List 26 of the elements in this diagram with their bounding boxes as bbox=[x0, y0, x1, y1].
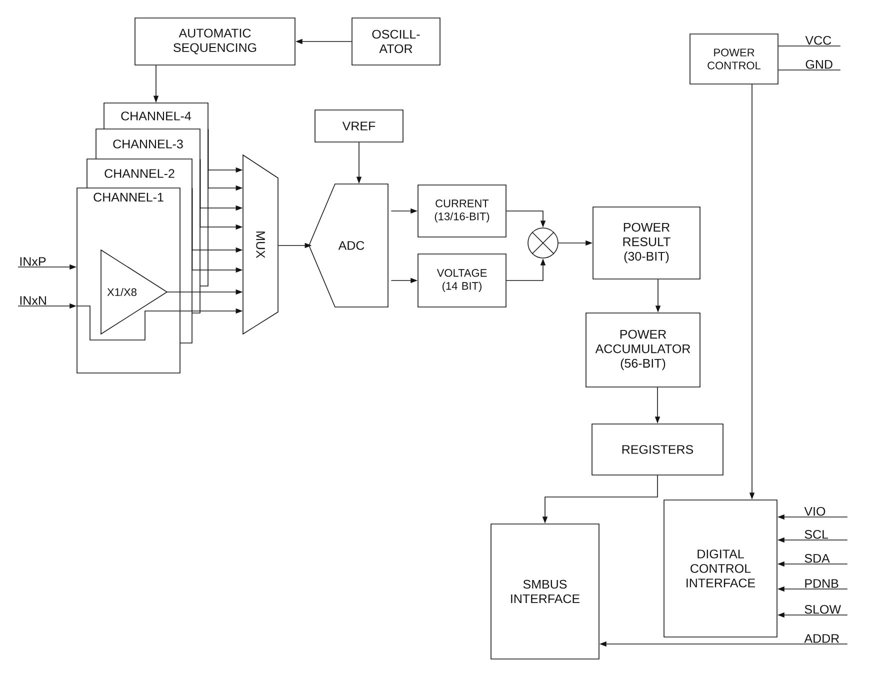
channel-label: CHANNEL-3 bbox=[113, 140, 183, 148]
pin-label: INxP bbox=[20, 257, 46, 266]
process-box: REGISTERS bbox=[592, 424, 724, 476]
process-box: POWER CONTROL bbox=[690, 34, 778, 84]
pin-label: VCC bbox=[805, 36, 832, 45]
process-box: VREF bbox=[314, 110, 404, 142]
pin-label: SLOW bbox=[804, 604, 841, 614]
process-box: POWER RESULT (30-BIT) bbox=[592, 206, 700, 280]
process-box: VOLTAGE (14 BIT) bbox=[418, 254, 506, 308]
pin-label: VIO bbox=[804, 506, 826, 516]
pin-label: GND bbox=[806, 60, 832, 69]
channel-label: CHANNEL-2 bbox=[104, 169, 174, 178]
pin-label: PDNB bbox=[805, 579, 838, 588]
channel-label: CHANNEL-4 bbox=[121, 112, 192, 120]
pin-label: SCL bbox=[804, 530, 828, 539]
process-box: CURRENT (13/16-BIT) bbox=[418, 184, 506, 238]
multiplier-circle bbox=[528, 228, 558, 258]
pin-label: ADDR bbox=[804, 634, 840, 643]
process-box: POWER ACCUMULATOR (56-BIT) bbox=[586, 312, 700, 388]
converter-block: ADC bbox=[308, 184, 388, 308]
process-box: AUTOMATIC SEQUENCING bbox=[134, 18, 296, 66]
process-box: OSCILL-ATOR bbox=[352, 18, 440, 66]
process-box: DIGITAL CONTROL INTERFACE bbox=[664, 500, 778, 638]
pin-label: SDA bbox=[804, 554, 830, 563]
pin-label: INxN bbox=[20, 296, 46, 305]
process-box: SMBUS INTERFACE bbox=[490, 524, 600, 660]
